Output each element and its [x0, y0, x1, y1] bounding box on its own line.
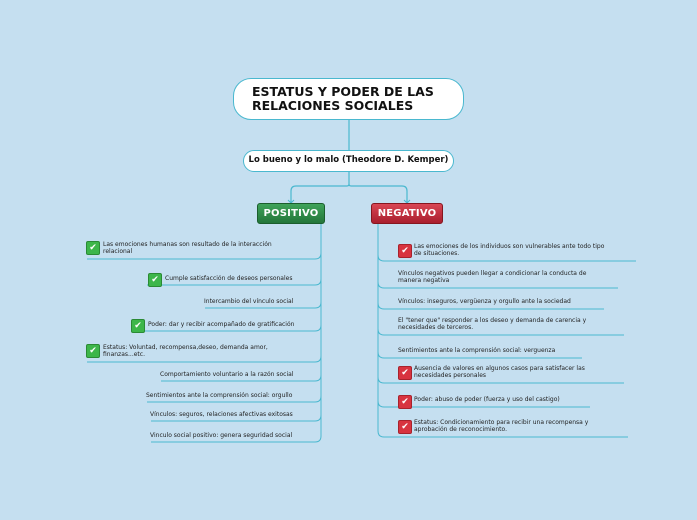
connector-line [151, 224, 322, 443]
checkmark-icon: ✔ [398, 244, 412, 258]
checkmark-icon: ✔ [148, 273, 162, 287]
checkmark-icon: ✔ [398, 420, 412, 434]
checkmark-icon: ✔ [131, 319, 145, 333]
negative-leaf-6[interactable]: Ausencia de valores en algunos casos par… [414, 365, 585, 380]
positive-leaf-8[interactable]: Vínculos: seguros, relaciones afectivas … [150, 411, 293, 418]
root-title-line-1: ESTATUS Y PODER DE LAS [252, 84, 434, 99]
positive-leaf-9[interactable]: Vinculo social positivo: genera segurida… [150, 432, 292, 439]
leaf-text-line: Ausencia de valores en algunos casos par… [414, 365, 585, 372]
negative-leaf-7[interactable]: Poder: abuso de poder (fuerza y uso del … [414, 396, 560, 403]
leaf-text-line: Estatus: Condicionamiento para recibir u… [414, 419, 589, 426]
positive-leaf-2[interactable]: Cumple satisfacción de deseos personales [165, 275, 292, 282]
leaf-text-line: manera negativa [398, 277, 450, 285]
checkmark-icon: ✔ [398, 395, 412, 409]
leaf-text-line: relacional [103, 248, 133, 256]
positive-branch[interactable]: POSITIVO [257, 203, 325, 224]
checkmark-icon: ✔ [86, 344, 100, 358]
leaf-text-line: Poder: dar y recibir acompañado de grati… [148, 321, 295, 328]
connector-line [205, 224, 322, 309]
negative-leaf-4[interactable]: El "tener que" responder a los deseo y d… [398, 317, 586, 332]
root-topic[interactable]: ESTATUS Y PODER DE LAS RELACIONES SOCIAL… [233, 78, 464, 120]
positive-leaf-5[interactable]: Estatus: Voluntad, recompensa,deseo, dem… [103, 344, 268, 359]
leaf-text-line: Comportamiento voluntario a la razón soc… [160, 371, 294, 378]
connector-line [377, 224, 628, 438]
leaf-text-line: Vinculo social positivo: genera segurida… [150, 432, 293, 439]
leaf-text-line: Vínculos negativos pueden llegar a condi… [398, 270, 587, 277]
positive-leaf-6[interactable]: Comportamiento voluntario a la razón soc… [160, 371, 293, 378]
leaf-text-line: Vínculos: inseguros, vergüenza y orgullo… [398, 298, 571, 305]
negative-leaf-3[interactable]: Vínculos: inseguros, vergüenza y orgullo… [398, 298, 571, 305]
leaf-text-line: Intercambio del vínculo social [204, 298, 294, 305]
leaf-text-line: Las emociones de los individuos son vuln… [414, 243, 605, 250]
leaf-text-line: finanzas...etc. [103, 351, 145, 359]
positive-leaf-3[interactable]: Intercambio del vínculo social [204, 298, 293, 305]
negative-leaf-5[interactable]: Sentimientos ante la comprensión social:… [398, 347, 555, 354]
connector-line [377, 224, 604, 310]
leaf-text-line: aprobación de reconocimiento. [414, 426, 507, 434]
negative-leaf-1[interactable]: Las emociones de los individuos son vuln… [414, 243, 604, 258]
leaf-text-line: Sentimientos ante la comprensión social:… [146, 392, 293, 399]
negative-leaf-8[interactable]: Estatus: Condicionamiento para recibir u… [414, 419, 588, 434]
leaf-text-line: Poder: abuso de poder (fuerza y uso del … [414, 396, 560, 403]
checkmark-icon: ✔ [398, 366, 412, 380]
subtitle-topic[interactable]: Lo bueno y lo malo (Theodore D. Kemper) [243, 150, 454, 172]
leaf-text-line: de situaciones. [414, 250, 460, 258]
leaf-text-line: Sentimientos ante la comprensión social:… [398, 347, 556, 354]
connector-line [290, 172, 350, 203]
leaf-text-line: Estatus: Voluntad, recompensa,deseo, dem… [103, 344, 268, 351]
leaf-text-line: necesidades personales [414, 372, 487, 380]
connector-line [348, 183, 408, 203]
root-title-line-2: RELACIONES SOCIALES [252, 98, 414, 113]
leaf-text-line: El "tener que" responder a los deseo y d… [398, 317, 587, 324]
negative-branch[interactable]: NEGATIVO [371, 203, 443, 224]
negative-leaf-2[interactable]: Vínculos negativos pueden llegar a condi… [398, 270, 586, 285]
leaf-text-line: necesidades de terceros. [398, 324, 474, 332]
positive-leaf-1[interactable]: Las emociones humanas son resultado de l… [103, 241, 272, 256]
leaf-text-line: Cumple satisfacción de deseos personales [165, 275, 293, 282]
positive-leaf-7[interactable]: Sentimientos ante la comprensión social:… [146, 392, 292, 399]
checkmark-icon: ✔ [86, 241, 100, 255]
leaf-text-line: Las emociones humanas son resultado de l… [103, 241, 272, 248]
leaf-text-line: Vínculos: seguros, relaciones afectivas … [150, 411, 293, 418]
positive-leaf-4[interactable]: Poder: dar y recibir acompañado de grati… [148, 321, 294, 328]
